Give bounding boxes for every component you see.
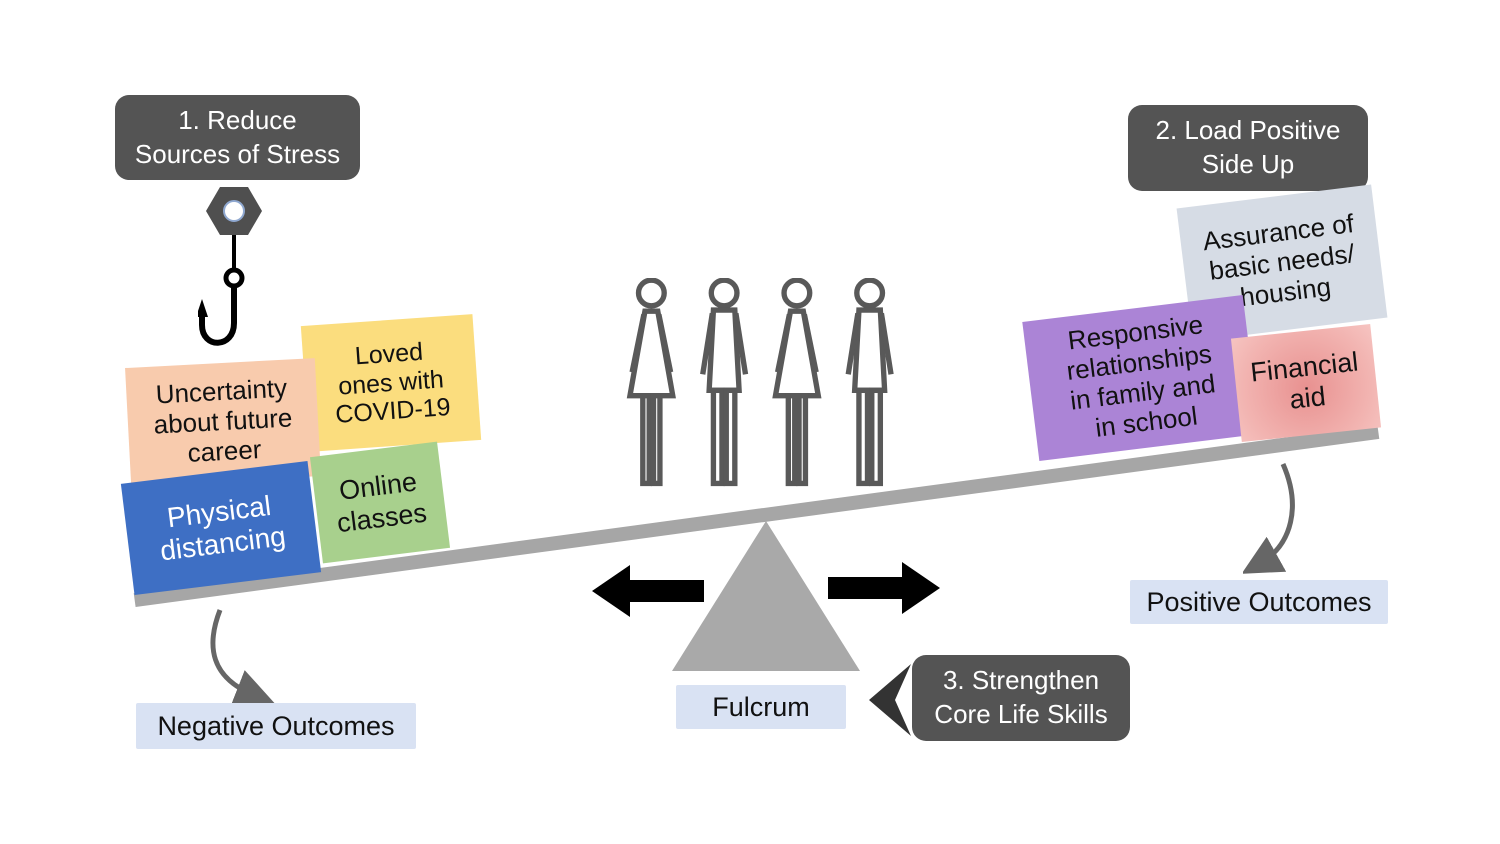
stress-note-online-classes: Online classes bbox=[309, 441, 451, 564]
hook-icon bbox=[198, 187, 262, 346]
people-icon bbox=[626, 278, 894, 487]
fulcrum-label: Fulcrum bbox=[676, 685, 846, 729]
positive-outcomes-label: Positive Outcomes bbox=[1130, 580, 1388, 624]
step1-title: 1. Reduce Sources of Stress bbox=[115, 95, 360, 180]
left-arrow-icon bbox=[592, 565, 704, 617]
curved-arrow-negative-icon bbox=[210, 609, 275, 706]
curved-arrow-positive-icon bbox=[1243, 462, 1295, 574]
step3-title: 3. Strengthen Core Life Skills bbox=[912, 655, 1130, 741]
stress-note-physical-distancing: Physical distancing bbox=[120, 460, 322, 596]
negative-outcomes-label: Negative Outcomes bbox=[136, 703, 416, 749]
step2-title: 2. Load Positive Side Up bbox=[1128, 105, 1368, 191]
positive-note-responsive-relationships: Responsive relationships in family and i… bbox=[1022, 294, 1260, 462]
right-arrow-icon bbox=[828, 562, 940, 614]
stress-note-loved-ones: Loved ones with COVID-19 bbox=[300, 314, 482, 452]
positive-note-financial-aid: Financial aid bbox=[1230, 323, 1382, 443]
chevron-left-icon bbox=[869, 664, 911, 736]
